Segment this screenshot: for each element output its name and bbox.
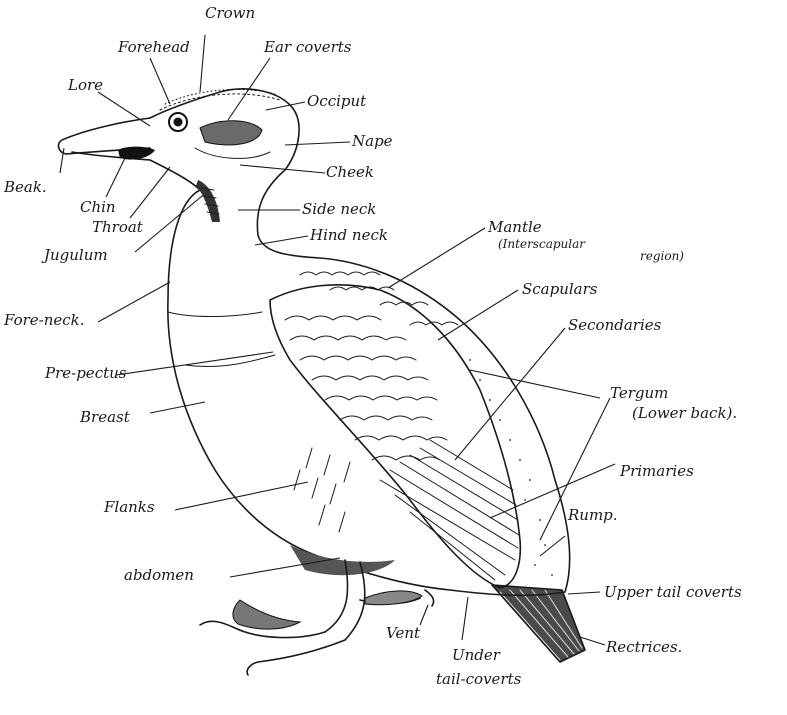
jugulum-pattern (196, 180, 220, 222)
label-jugulum: Jugulum (41, 246, 108, 264)
label-rectrices: Rectrices. (605, 638, 682, 656)
label-upper-tail-coverts: Upper tail coverts (604, 583, 742, 601)
wing-coverts-pattern (285, 316, 447, 460)
label-vent: Vent (386, 624, 421, 642)
label-chin: Chin (80, 198, 116, 216)
label-mantle: Mantle (487, 218, 542, 236)
bird-illustration (59, 89, 585, 675)
label-mantle-note-2: region) (640, 249, 684, 263)
label-hind-neck: Hind neck (309, 226, 388, 244)
label-tergum: Tergum (610, 384, 668, 402)
label-tergum-note: (Lower back). (632, 404, 737, 422)
label-tail-coverts: tail-coverts (436, 670, 522, 688)
label-mantle-note-1: (Interscapular (498, 237, 586, 251)
label-side-neck: Side neck (302, 200, 376, 218)
flank-strokes (294, 448, 350, 532)
label-breast: Breast (79, 408, 131, 426)
mantle-pattern (300, 272, 458, 325)
label-rump: Rump. (567, 506, 618, 524)
label-secondaries: Secondaries (568, 316, 662, 334)
label-nape: Nape (351, 132, 393, 150)
labels: Crown Forehead Ear coverts Lore Occiput … (3, 4, 742, 688)
label-fore-neck: Fore-neck. (3, 311, 85, 329)
label-ear-coverts: Ear coverts (263, 38, 352, 56)
label-primaries: Primaries (619, 462, 694, 480)
label-scapulars: Scapulars (522, 280, 598, 298)
label-crown: Crown (205, 4, 255, 22)
label-abdomen: abdomen (124, 566, 194, 584)
legs-and-feet (200, 560, 434, 675)
label-lore: Lore (67, 76, 103, 94)
label-occiput: Occiput (307, 92, 367, 110)
label-flanks: Flanks (103, 498, 155, 516)
primaries-pattern (380, 440, 519, 580)
label-forehead: Forehead (117, 38, 190, 56)
label-pre-pectus: Pre-pectus (44, 364, 127, 382)
label-under: Under (452, 646, 501, 664)
label-cheek: Cheek (326, 163, 374, 181)
label-throat: Throat (92, 218, 144, 236)
label-beak: Beak. (3, 178, 47, 196)
